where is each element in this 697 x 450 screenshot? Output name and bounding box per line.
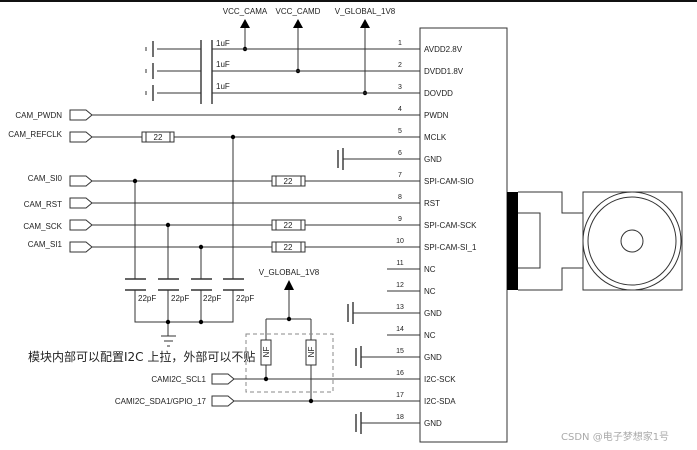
watermark: CSDN @电子梦想家1号 bbox=[561, 430, 669, 443]
camera-module-icon bbox=[507, 191, 683, 291]
ground-icon bbox=[161, 335, 176, 347]
rail-label: VCC_CAMD bbox=[276, 7, 321, 16]
resistor-value: 22 bbox=[284, 177, 293, 186]
pin-number: 17 bbox=[396, 392, 404, 399]
pin-number: 15 bbox=[396, 348, 404, 355]
cap-value: 22pF bbox=[171, 294, 189, 303]
pin-name: RST bbox=[424, 199, 440, 208]
pin-name: DVDD1.8V bbox=[424, 67, 464, 76]
decoupling-caps: 1uF 1uF 1uF bbox=[145, 39, 420, 104]
resistor-value: 22 bbox=[154, 133, 163, 142]
resistor-value: 22 bbox=[284, 221, 293, 230]
cap-value: 1uF bbox=[216, 60, 230, 69]
pin-name: SPI-CAM-SCK bbox=[424, 221, 477, 230]
pin-number: 14 bbox=[396, 326, 404, 333]
pin-name: AVDD2.8V bbox=[424, 45, 463, 54]
rail-label: VCC_CAMA bbox=[223, 7, 268, 16]
pin-name: NC bbox=[424, 331, 436, 340]
signal-label: CAM_RST bbox=[24, 200, 62, 209]
cap-value: 1uF bbox=[216, 39, 230, 48]
pin-number: 3 bbox=[398, 84, 402, 91]
pin-name: PWDN bbox=[424, 111, 449, 120]
pin-number: 18 bbox=[396, 414, 404, 421]
signal-label: CAM_SCK bbox=[23, 222, 62, 231]
pin-number: 8 bbox=[398, 194, 402, 201]
pin-number: 6 bbox=[398, 150, 402, 157]
signal-label: CAMI2C_SDA1/GPIO_17 bbox=[115, 397, 207, 406]
signal-label: CAM_REFCLK bbox=[8, 130, 62, 139]
pin-number: 9 bbox=[398, 216, 402, 223]
resistor-value: NF bbox=[262, 347, 271, 358]
pin-name: NC bbox=[424, 265, 436, 274]
pin-name: GND bbox=[424, 353, 442, 362]
pin-number: 13 bbox=[396, 304, 404, 311]
design-note: 模块内部可以配置I2C 上拉，外部可以不贴 bbox=[28, 349, 255, 364]
gnd-caps bbox=[337, 148, 420, 434]
signal-label: CAM_SI0 bbox=[28, 174, 63, 183]
pin-number: 16 bbox=[396, 370, 404, 377]
cap-value: 22pF bbox=[236, 294, 254, 303]
cap-value: 22pF bbox=[138, 294, 156, 303]
pin-number: 4 bbox=[398, 106, 402, 113]
pin-number: 2 bbox=[398, 62, 402, 69]
pin-name: NC bbox=[424, 287, 436, 296]
signal-label: CAM_SI1 bbox=[28, 240, 63, 249]
pin-name: GND bbox=[424, 155, 442, 164]
pin-name: MCLK bbox=[424, 133, 447, 142]
power-rails: VCC_CAMA VCC_CAMD V_GLOBAL_1V8 bbox=[223, 7, 396, 96]
pin-name: GND bbox=[424, 419, 442, 428]
pin-name: SPI-CAM-SI_1 bbox=[424, 243, 477, 252]
rail-label: V_GLOBAL_1V8 bbox=[335, 7, 396, 16]
pin-number: 10 bbox=[396, 238, 404, 245]
signal-label: CAMI2C_SCL1 bbox=[151, 375, 206, 384]
resistor-value: NF bbox=[307, 347, 316, 358]
pin-number: 11 bbox=[396, 260, 403, 267]
i2c-pullups: V_GLOBAL_1V8 NF NF CAMI2C_SCL1 CAMI2C_SD… bbox=[115, 268, 420, 407]
cap-value: 1uF bbox=[216, 82, 230, 91]
resistor-value: 22 bbox=[284, 243, 293, 252]
pin-name: DOVDD bbox=[424, 89, 453, 98]
signal-label: CAM_PWDN bbox=[15, 111, 62, 120]
cap-value: 22pF bbox=[203, 294, 221, 303]
pin-number: 1 bbox=[398, 40, 402, 47]
pin-name: I2C-SDA bbox=[424, 397, 456, 406]
signal-ports: CAM_PWDN CAM_REFCLK CAM_SI0 CAM_RST CAM_… bbox=[8, 109, 420, 347]
rail-label: V_GLOBAL_1V8 bbox=[259, 268, 320, 277]
pin-name: GND bbox=[424, 309, 442, 318]
pin-name: SPI-CAM-SIO bbox=[424, 177, 474, 186]
pin-name: I2C-SCK bbox=[424, 375, 456, 384]
pin-number: 5 bbox=[398, 128, 402, 135]
pin-number: 12 bbox=[396, 282, 404, 289]
top-border bbox=[0, 0, 697, 2]
pin-number: 7 bbox=[398, 172, 402, 179]
